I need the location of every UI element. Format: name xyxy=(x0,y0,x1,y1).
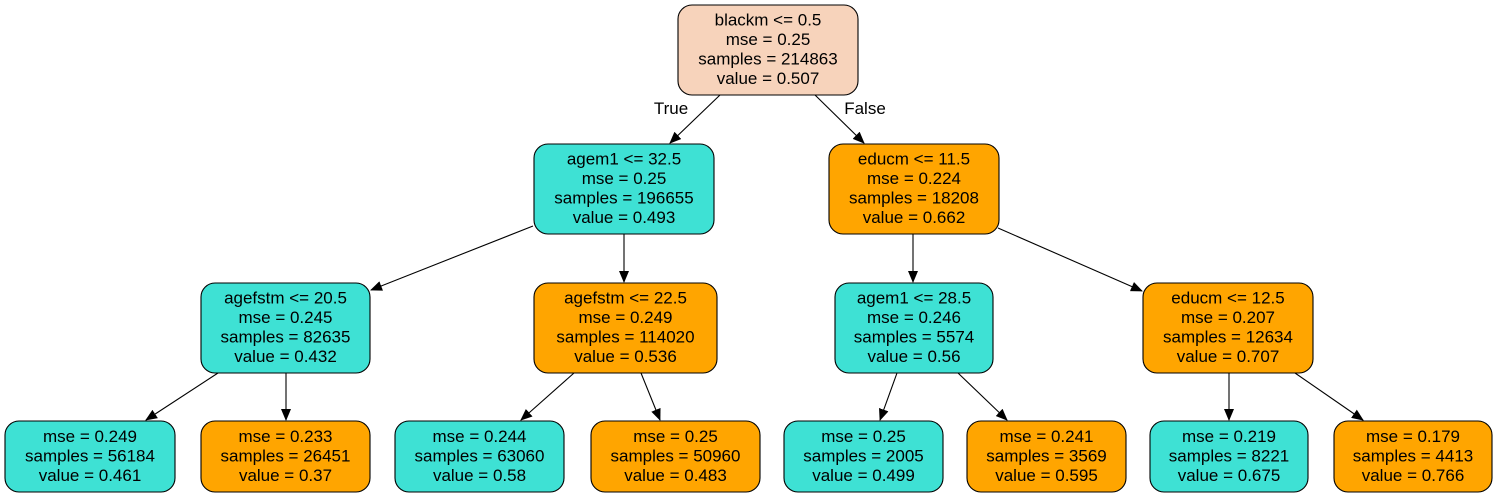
node-line: value = 0.675 xyxy=(1178,466,1281,485)
node-line: value = 0.595 xyxy=(995,466,1098,485)
node-box xyxy=(200,420,371,493)
node-line: samples = 18208 xyxy=(849,189,979,208)
node-box xyxy=(394,420,565,493)
node-box xyxy=(677,4,859,96)
node-line: samples = 2005 xyxy=(803,446,924,465)
node-line: samples = 26451 xyxy=(221,446,351,465)
edge-n4-n10 xyxy=(640,372,661,421)
node-line: educm <= 12.5 xyxy=(1171,289,1284,308)
edge-n2-n6 xyxy=(997,227,1143,292)
node-line: agem1 <= 32.5 xyxy=(567,150,681,169)
node-line: mse = 0.241 xyxy=(999,427,1093,446)
node-box xyxy=(966,420,1127,493)
node-line: mse = 0.249 xyxy=(43,427,137,446)
node-line: samples = 5574 xyxy=(854,328,975,347)
node-line: samples = 82635 xyxy=(221,328,351,347)
node-line: samples = 3569 xyxy=(986,446,1107,465)
edge-n5-n11 xyxy=(879,372,898,421)
node-box xyxy=(783,420,944,493)
node-box xyxy=(1142,282,1314,374)
node-line: blackm <= 0.5 xyxy=(715,11,822,30)
node-line: mse = 0.249 xyxy=(578,308,672,327)
edge-n3-n7 xyxy=(145,372,219,421)
edge-n0-n2 xyxy=(814,94,865,144)
node-line: mse = 0.219 xyxy=(1182,427,1276,446)
node-line: mse = 0.246 xyxy=(867,308,961,327)
node-line: value = 0.58 xyxy=(433,466,526,485)
node-line: mse = 0.25 xyxy=(633,427,718,446)
node-line: mse = 0.25 xyxy=(582,169,667,188)
node-box xyxy=(1333,420,1493,493)
node-line: value = 0.493 xyxy=(573,208,676,227)
node-box xyxy=(533,282,718,374)
node-line: mse = 0.233 xyxy=(238,427,332,446)
node-line: mse = 0.224 xyxy=(867,169,961,188)
node-line: value = 0.461 xyxy=(39,466,142,485)
node-box xyxy=(533,143,715,235)
edge-n6-n14 xyxy=(1294,372,1364,421)
node-box xyxy=(590,420,761,493)
node-line: samples = 214863 xyxy=(698,50,837,69)
node-line: samples = 4413 xyxy=(1353,446,1474,465)
edge-n4-n9 xyxy=(520,372,575,421)
edge-label-false: False xyxy=(844,99,886,118)
node-line: value = 0.662 xyxy=(863,208,966,227)
node-line: value = 0.432 xyxy=(234,347,337,366)
node-box xyxy=(200,282,371,374)
node-line: agem1 <= 28.5 xyxy=(857,289,971,308)
node-line: mse = 0.207 xyxy=(1181,308,1275,327)
node-box xyxy=(1149,420,1309,493)
edge-label-true: True xyxy=(654,99,688,118)
node-line: samples = 12634 xyxy=(1163,328,1293,347)
node-line: value = 0.499 xyxy=(812,466,915,485)
node-line: value = 0.507 xyxy=(717,69,820,88)
node-line: value = 0.707 xyxy=(1177,347,1280,366)
node-line: mse = 0.245 xyxy=(238,308,332,327)
edges-layer: True False xyxy=(145,94,1364,421)
node-line: educm <= 11.5 xyxy=(858,150,970,169)
node-line: value = 0.483 xyxy=(624,466,727,485)
node-line: agefstm <= 20.5 xyxy=(224,289,347,308)
node-line: mse = 0.25 xyxy=(821,427,906,446)
node-line: value = 0.37 xyxy=(239,466,332,485)
node-line: mse = 0.25 xyxy=(726,30,811,49)
edge-n0-n1 xyxy=(669,94,721,144)
node-box xyxy=(4,420,176,493)
node-line: samples = 114020 xyxy=(556,328,694,347)
edge-n5-n12 xyxy=(957,372,1008,421)
node-line: value = 0.56 xyxy=(867,347,960,366)
node-line: value = 0.536 xyxy=(574,347,677,366)
node-line: samples = 63060 xyxy=(415,446,545,465)
node-line: samples = 8221 xyxy=(1169,446,1290,465)
edge-n1-n3 xyxy=(370,225,534,291)
node-line: value = 0.766 xyxy=(1362,466,1465,485)
node-box xyxy=(828,143,1000,235)
node-line: agefstm <= 22.5 xyxy=(564,289,687,308)
node-line: mse = 0.244 xyxy=(432,427,526,446)
node-line: mse = 0.179 xyxy=(1366,427,1460,446)
node-box xyxy=(834,282,994,374)
node-line: samples = 56184 xyxy=(25,446,155,465)
node-line: samples = 196655 xyxy=(554,189,693,208)
node-line: samples = 50960 xyxy=(611,446,741,465)
